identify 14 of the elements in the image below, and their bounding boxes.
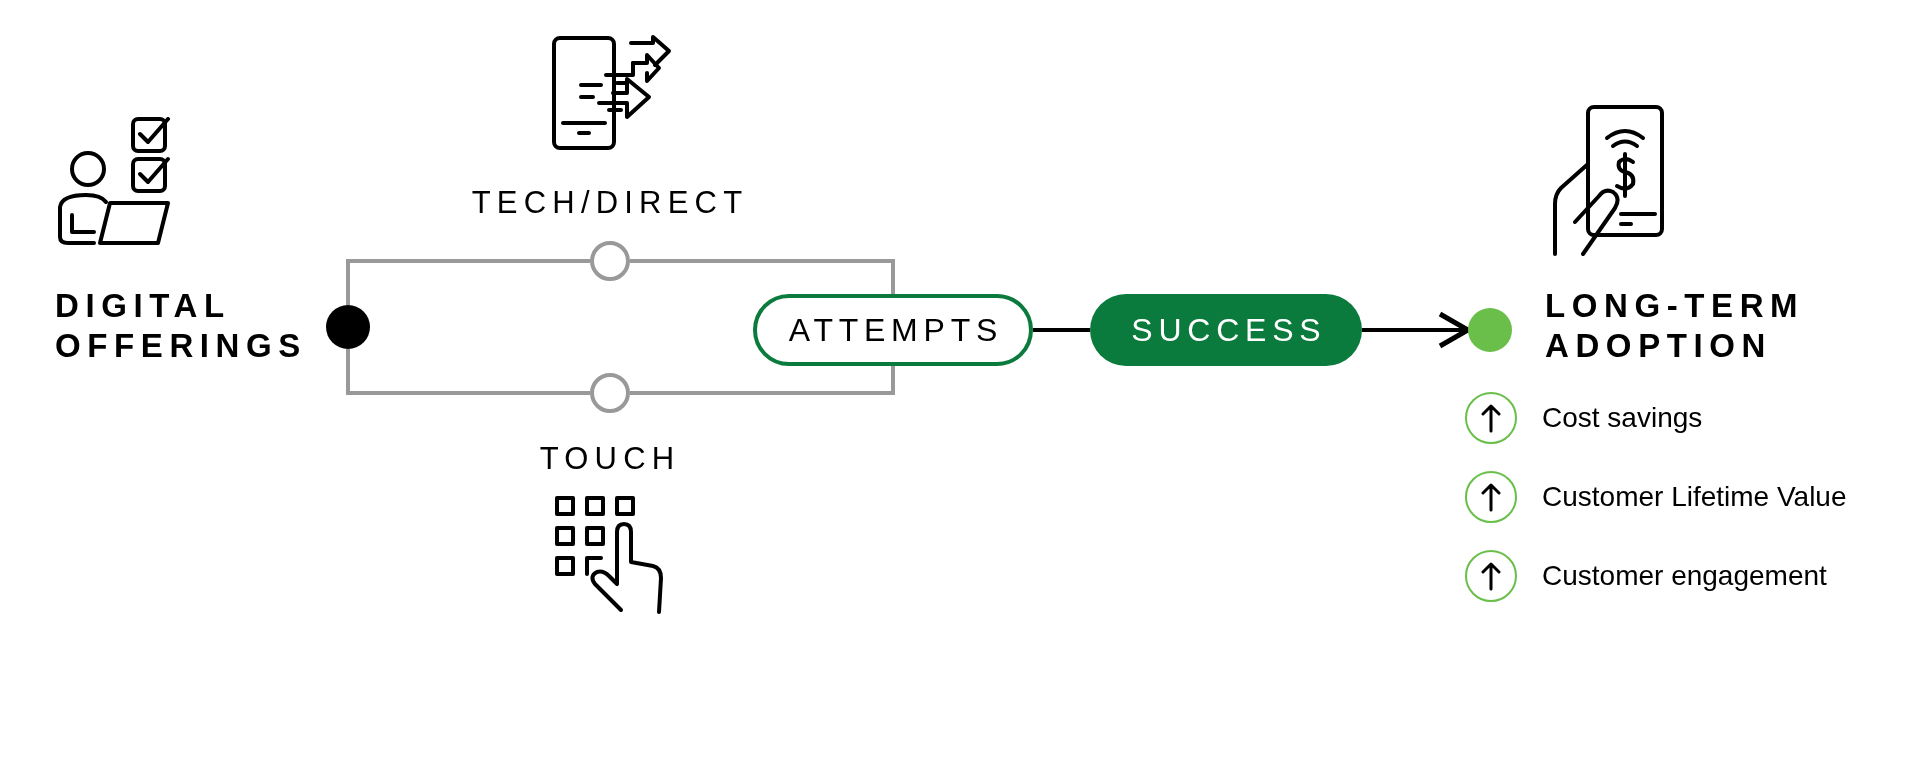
connector-line — [630, 366, 895, 395]
benefit-text: Customer Lifetime Value — [1542, 480, 1847, 514]
connector-line — [346, 259, 590, 305]
connector-line — [1033, 328, 1090, 332]
filled-pill: SUCCESS — [1090, 294, 1362, 366]
connector-line — [346, 349, 590, 395]
node-caption: DIGITAL OFFERINGS — [55, 286, 307, 366]
node-caption: LONG-TERM ADOPTION — [1545, 286, 1806, 366]
benefit-text: Customer engagement — [1542, 559, 1827, 593]
benefit-text: Cost savings — [1542, 401, 1703, 435]
node-caption: TECH/DIRECT — [470, 184, 750, 222]
node-caption: TOUCH — [538, 440, 682, 478]
connector-line — [630, 259, 895, 294]
outlined-pill: ATTEMPTS — [753, 294, 1033, 366]
